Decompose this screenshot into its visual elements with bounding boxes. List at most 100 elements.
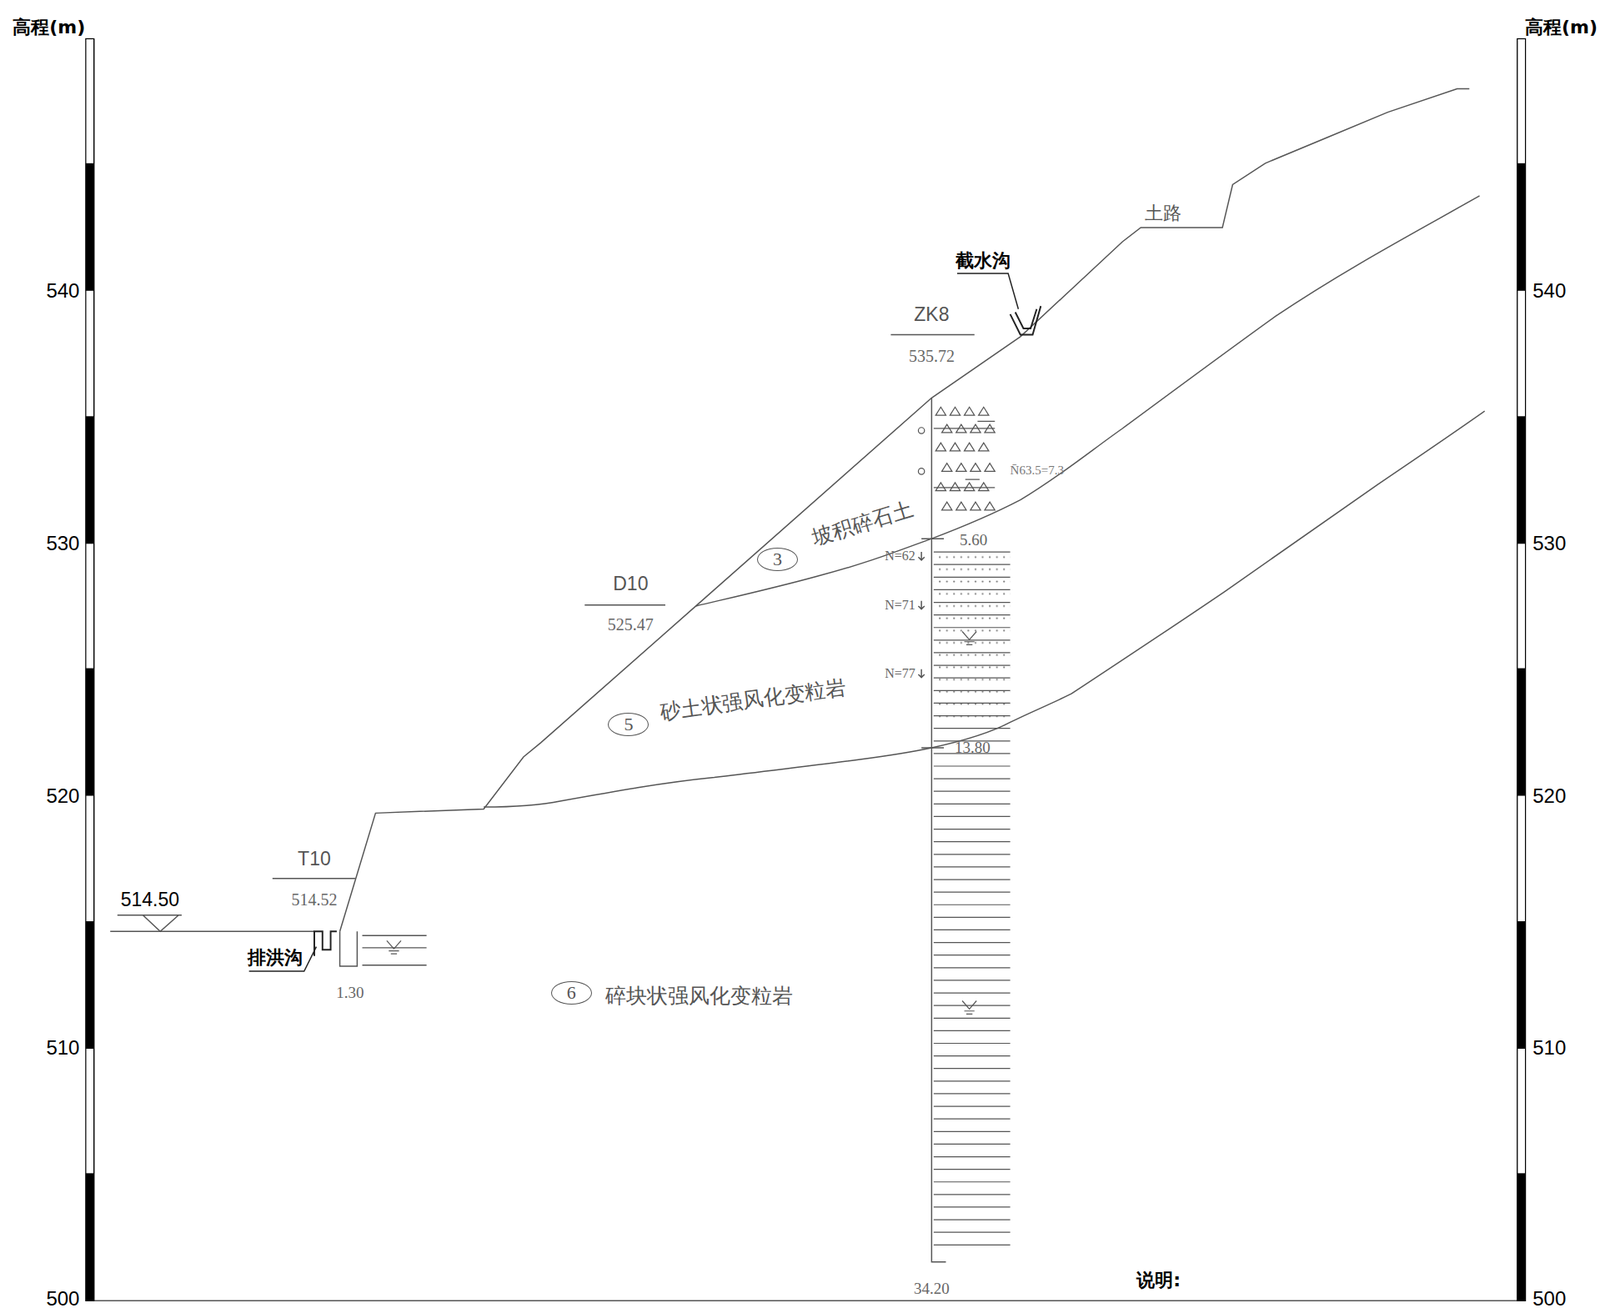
depth-value: 5.60 xyxy=(959,531,988,548)
layer-number-ellipse: 5砂土状强风化变粒岩 xyxy=(607,712,649,737)
sand-dots xyxy=(933,551,1011,723)
drawing-stroke xyxy=(970,501,981,511)
ground-surface xyxy=(110,88,1470,932)
drawing-stroke xyxy=(94,39,1518,1302)
layer-name: 坡积碎石土 xyxy=(810,497,917,548)
drawing-stroke xyxy=(935,482,946,492)
drawing-stroke xyxy=(933,576,1011,578)
axis-tick: 530 xyxy=(45,533,80,554)
axis-tick: 520 xyxy=(1532,786,1566,807)
ditch-label: 排洪沟 xyxy=(247,948,303,968)
drawing-stroke xyxy=(933,1131,1011,1133)
drawing-stroke xyxy=(933,803,1011,805)
drawing-stroke xyxy=(933,816,1011,818)
ditch xyxy=(1010,305,1042,335)
drawing-stroke xyxy=(933,828,1011,830)
drawing-stroke xyxy=(978,482,989,492)
drawing-stroke xyxy=(933,1193,1011,1195)
drawing-stroke xyxy=(933,841,1011,843)
bar-segment xyxy=(85,668,95,797)
layer-number-ellipse: 3坡积碎石土 xyxy=(757,547,798,572)
layer-number: 3 xyxy=(772,550,783,569)
drawing-stroke xyxy=(933,702,1011,704)
drawing-stroke xyxy=(933,564,1011,566)
depth-value: 34.20 xyxy=(913,1279,950,1296)
drawing-stroke xyxy=(933,1156,1011,1158)
layer-boundary xyxy=(483,411,1485,808)
water-level xyxy=(117,915,182,933)
bar-segment xyxy=(85,416,95,544)
drawing-stroke xyxy=(933,992,1011,994)
drawing-stroke xyxy=(933,690,1011,692)
drawing-stroke xyxy=(1517,39,1526,1302)
drawing-stroke xyxy=(933,589,1011,591)
axis-tick: 520 xyxy=(45,786,80,807)
drawing-stroke xyxy=(933,904,1011,906)
drawing-stroke xyxy=(933,967,1011,969)
drawing-stroke xyxy=(935,406,946,416)
axis-tick: 500 xyxy=(1532,1289,1566,1310)
axis-tick: 510 xyxy=(45,1038,80,1059)
drawing-stroke xyxy=(933,1232,1011,1234)
drawing-stroke xyxy=(933,892,1011,893)
drawing-stroke xyxy=(942,463,953,472)
ditch-label: 截水沟 xyxy=(955,251,1011,271)
bar-segment xyxy=(1517,416,1526,544)
groundwater-symbol xyxy=(962,631,977,646)
borehole-id: ZK8 xyxy=(913,304,949,324)
drawing-stroke xyxy=(970,463,981,472)
axis-tick: 540 xyxy=(45,280,80,301)
drawing-stroke xyxy=(933,639,1011,641)
drawing-stroke xyxy=(933,929,1011,931)
drawing-stroke xyxy=(933,1206,1011,1208)
drawing-stroke xyxy=(933,677,1011,679)
depth-value: 13.80 xyxy=(954,738,991,755)
axis-title: 高程(m) xyxy=(12,18,86,37)
drawing-stroke xyxy=(933,551,1011,552)
drawing-stroke xyxy=(933,421,995,488)
drawing-stroke xyxy=(942,501,953,511)
drawing-stroke xyxy=(933,853,1011,855)
drawing-stroke xyxy=(964,406,975,416)
elevation-value: 525.47 xyxy=(607,616,654,633)
point-id: D10 xyxy=(612,574,648,594)
road-label: 土路 xyxy=(1144,204,1182,223)
layer-boundary xyxy=(696,195,1480,607)
spt-arrows xyxy=(917,551,924,678)
bar-segment xyxy=(1517,921,1526,1049)
drawing-stroke xyxy=(933,1030,1011,1032)
axis-tick: 500 xyxy=(45,1289,80,1310)
drawing-stroke xyxy=(933,1105,1011,1107)
drawing-stroke xyxy=(917,406,995,511)
elevation-value: 535.72 xyxy=(908,347,955,365)
drawing-stroke xyxy=(933,777,1011,779)
ditch xyxy=(314,931,337,956)
drawing-stroke xyxy=(933,1093,1011,1094)
drawing-stroke xyxy=(933,1068,1011,1069)
spt-value: N=62 xyxy=(884,549,916,563)
layer-number-ellipse: 6碎块状强风化变粒岩 xyxy=(551,981,592,1005)
drawing-stroke xyxy=(933,878,1011,880)
drawing-stroke xyxy=(933,715,1011,717)
drawing-stroke xyxy=(85,39,95,1302)
drawing-stroke xyxy=(964,482,975,492)
drawing-stroke xyxy=(949,442,960,452)
bar-segment xyxy=(85,1173,95,1301)
bar-segment xyxy=(1517,668,1526,797)
bar-segment xyxy=(1517,163,1526,291)
axis-tick: 510 xyxy=(1532,1038,1566,1059)
frame-line xyxy=(94,39,1518,1302)
drawing-stroke xyxy=(949,406,960,416)
drawing-stroke xyxy=(933,765,1011,767)
drawing-stroke xyxy=(984,463,995,472)
drawing-stroke xyxy=(949,482,960,492)
drawing-stroke xyxy=(933,652,1011,653)
water-level-value: 514.50 xyxy=(120,890,180,910)
drawing-stroke xyxy=(933,791,1011,793)
drawing-stroke xyxy=(933,1043,1011,1044)
groundwater-symbol xyxy=(962,1001,977,1015)
drawing-stroke xyxy=(933,1143,1011,1145)
borehole-column xyxy=(931,397,946,1263)
